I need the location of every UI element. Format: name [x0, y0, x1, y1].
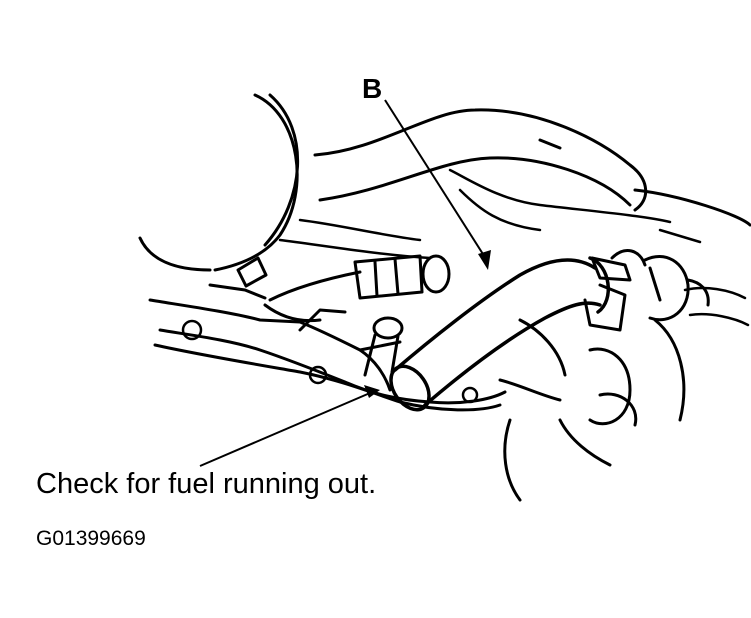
bolt-heads [181, 319, 479, 404]
callout-b-label: B [362, 73, 382, 104]
small-hose [263, 254, 451, 323]
caption-text: Check for fuel running out. [36, 468, 376, 500]
hose-b [389, 256, 610, 412]
lower-right-parts [518, 318, 686, 427]
fuel-connector [358, 316, 404, 377]
figure-id: G01399669 [36, 527, 146, 550]
round-housing [138, 93, 299, 272]
caption-leader [199, 385, 380, 467]
hose-clamp [583, 249, 647, 332]
upper-hose [313, 108, 751, 227]
mounting-plate [148, 283, 612, 502]
hose-clip [236, 256, 268, 288]
background-lines [278, 168, 750, 327]
callout-b-leader [384, 99, 491, 270]
fuel-fitting [643, 254, 710, 322]
